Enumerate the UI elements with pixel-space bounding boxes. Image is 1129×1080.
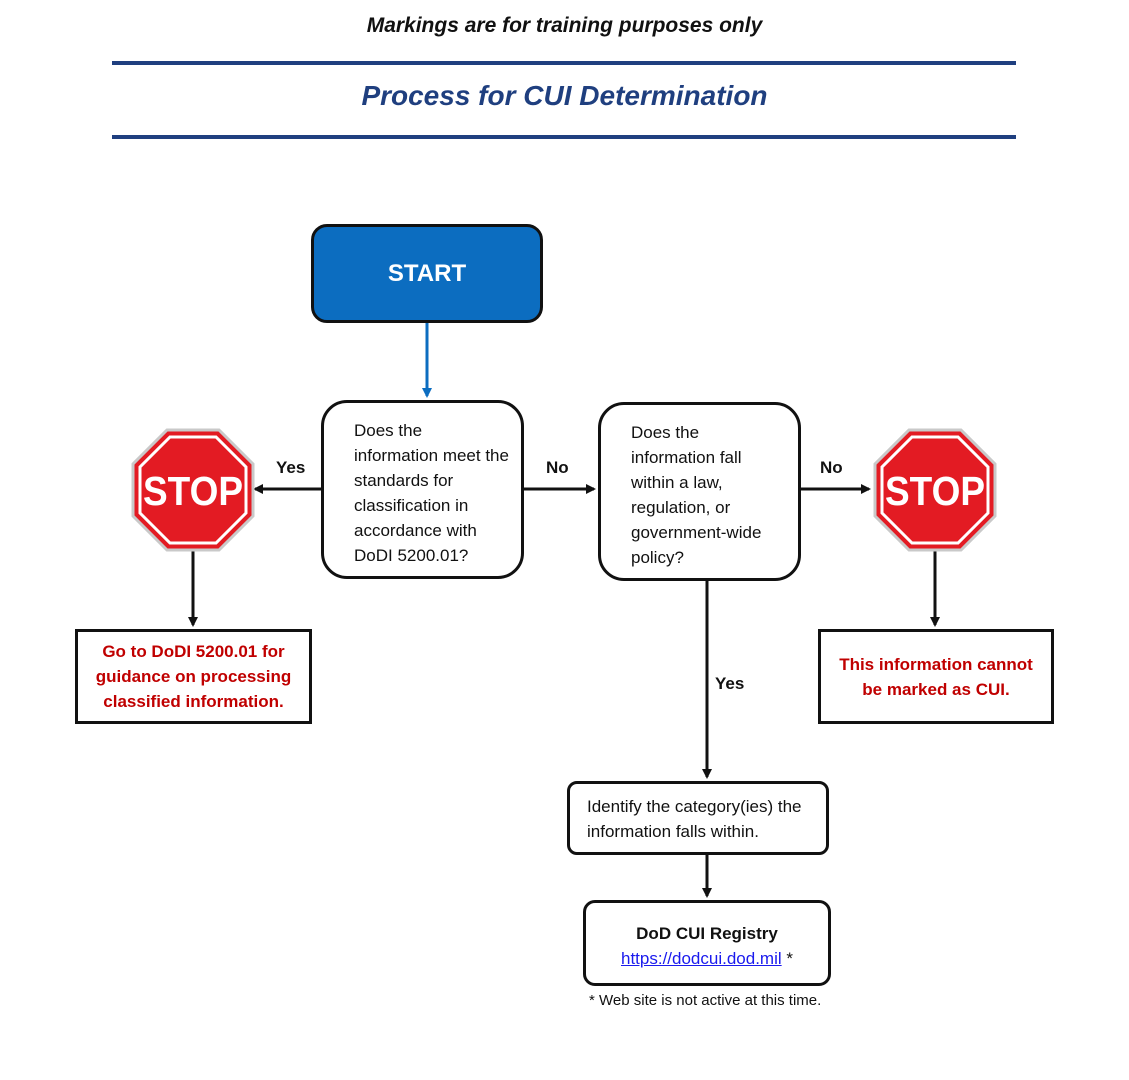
result-not-cui-text: This information cannot be marked as CUI…	[839, 654, 1033, 699]
edge-label-q1-yes: Yes	[276, 458, 306, 477]
result-not-cui: This information cannot be marked as CUI…	[818, 629, 1054, 724]
stop-sign-right-text: STOP	[885, 468, 985, 514]
start-node: START	[311, 224, 543, 323]
cui-registry-node: DoD CUI Registry https://dodcui.dod.mil …	[583, 900, 831, 986]
edge-label-q2-no: No	[820, 458, 843, 477]
decision-law-regulation-text: Does the information fall within a law, …	[631, 423, 762, 567]
registry-link[interactable]: https://dodcui.dod.mil	[620, 949, 782, 968]
registry-title: DoD CUI Registry	[636, 924, 778, 943]
start-label: START	[387, 260, 467, 287]
result-classified-guidance: Go to DoDI 5200.01 for guidance on proce…	[75, 629, 312, 724]
stop-sign-left-text: STOP	[143, 468, 243, 514]
title-rule-bottom	[112, 135, 1016, 139]
training-disclaimer: Markings are for training purposes only	[366, 14, 763, 37]
edge-label-q2-yes: Yes	[715, 674, 745, 693]
page-title: Process for CUI Determination	[361, 80, 768, 111]
decision-classification-text: Does the information meet the standards …	[354, 421, 509, 565]
identify-category-node: Identify the category(ies) the informati…	[567, 781, 829, 855]
edge-label-q1-no: No	[546, 458, 569, 477]
registry-asterisk: *	[786, 949, 793, 968]
decision-law-regulation: Does the information fall within a law, …	[598, 402, 801, 581]
stop-sign-icon: STOP	[131, 428, 255, 552]
title-rule-top	[112, 61, 1016, 65]
decision-classification: Does the information meet the standards …	[321, 400, 524, 579]
footnote: * Web site is not active at this time.	[589, 992, 822, 1009]
stop-sign-icon: STOP	[873, 428, 997, 552]
result-classified-guidance-text: Go to DoDI 5200.01 for guidance on proce…	[95, 642, 292, 711]
identify-category-text: Identify the category(ies) the informati…	[587, 797, 802, 841]
